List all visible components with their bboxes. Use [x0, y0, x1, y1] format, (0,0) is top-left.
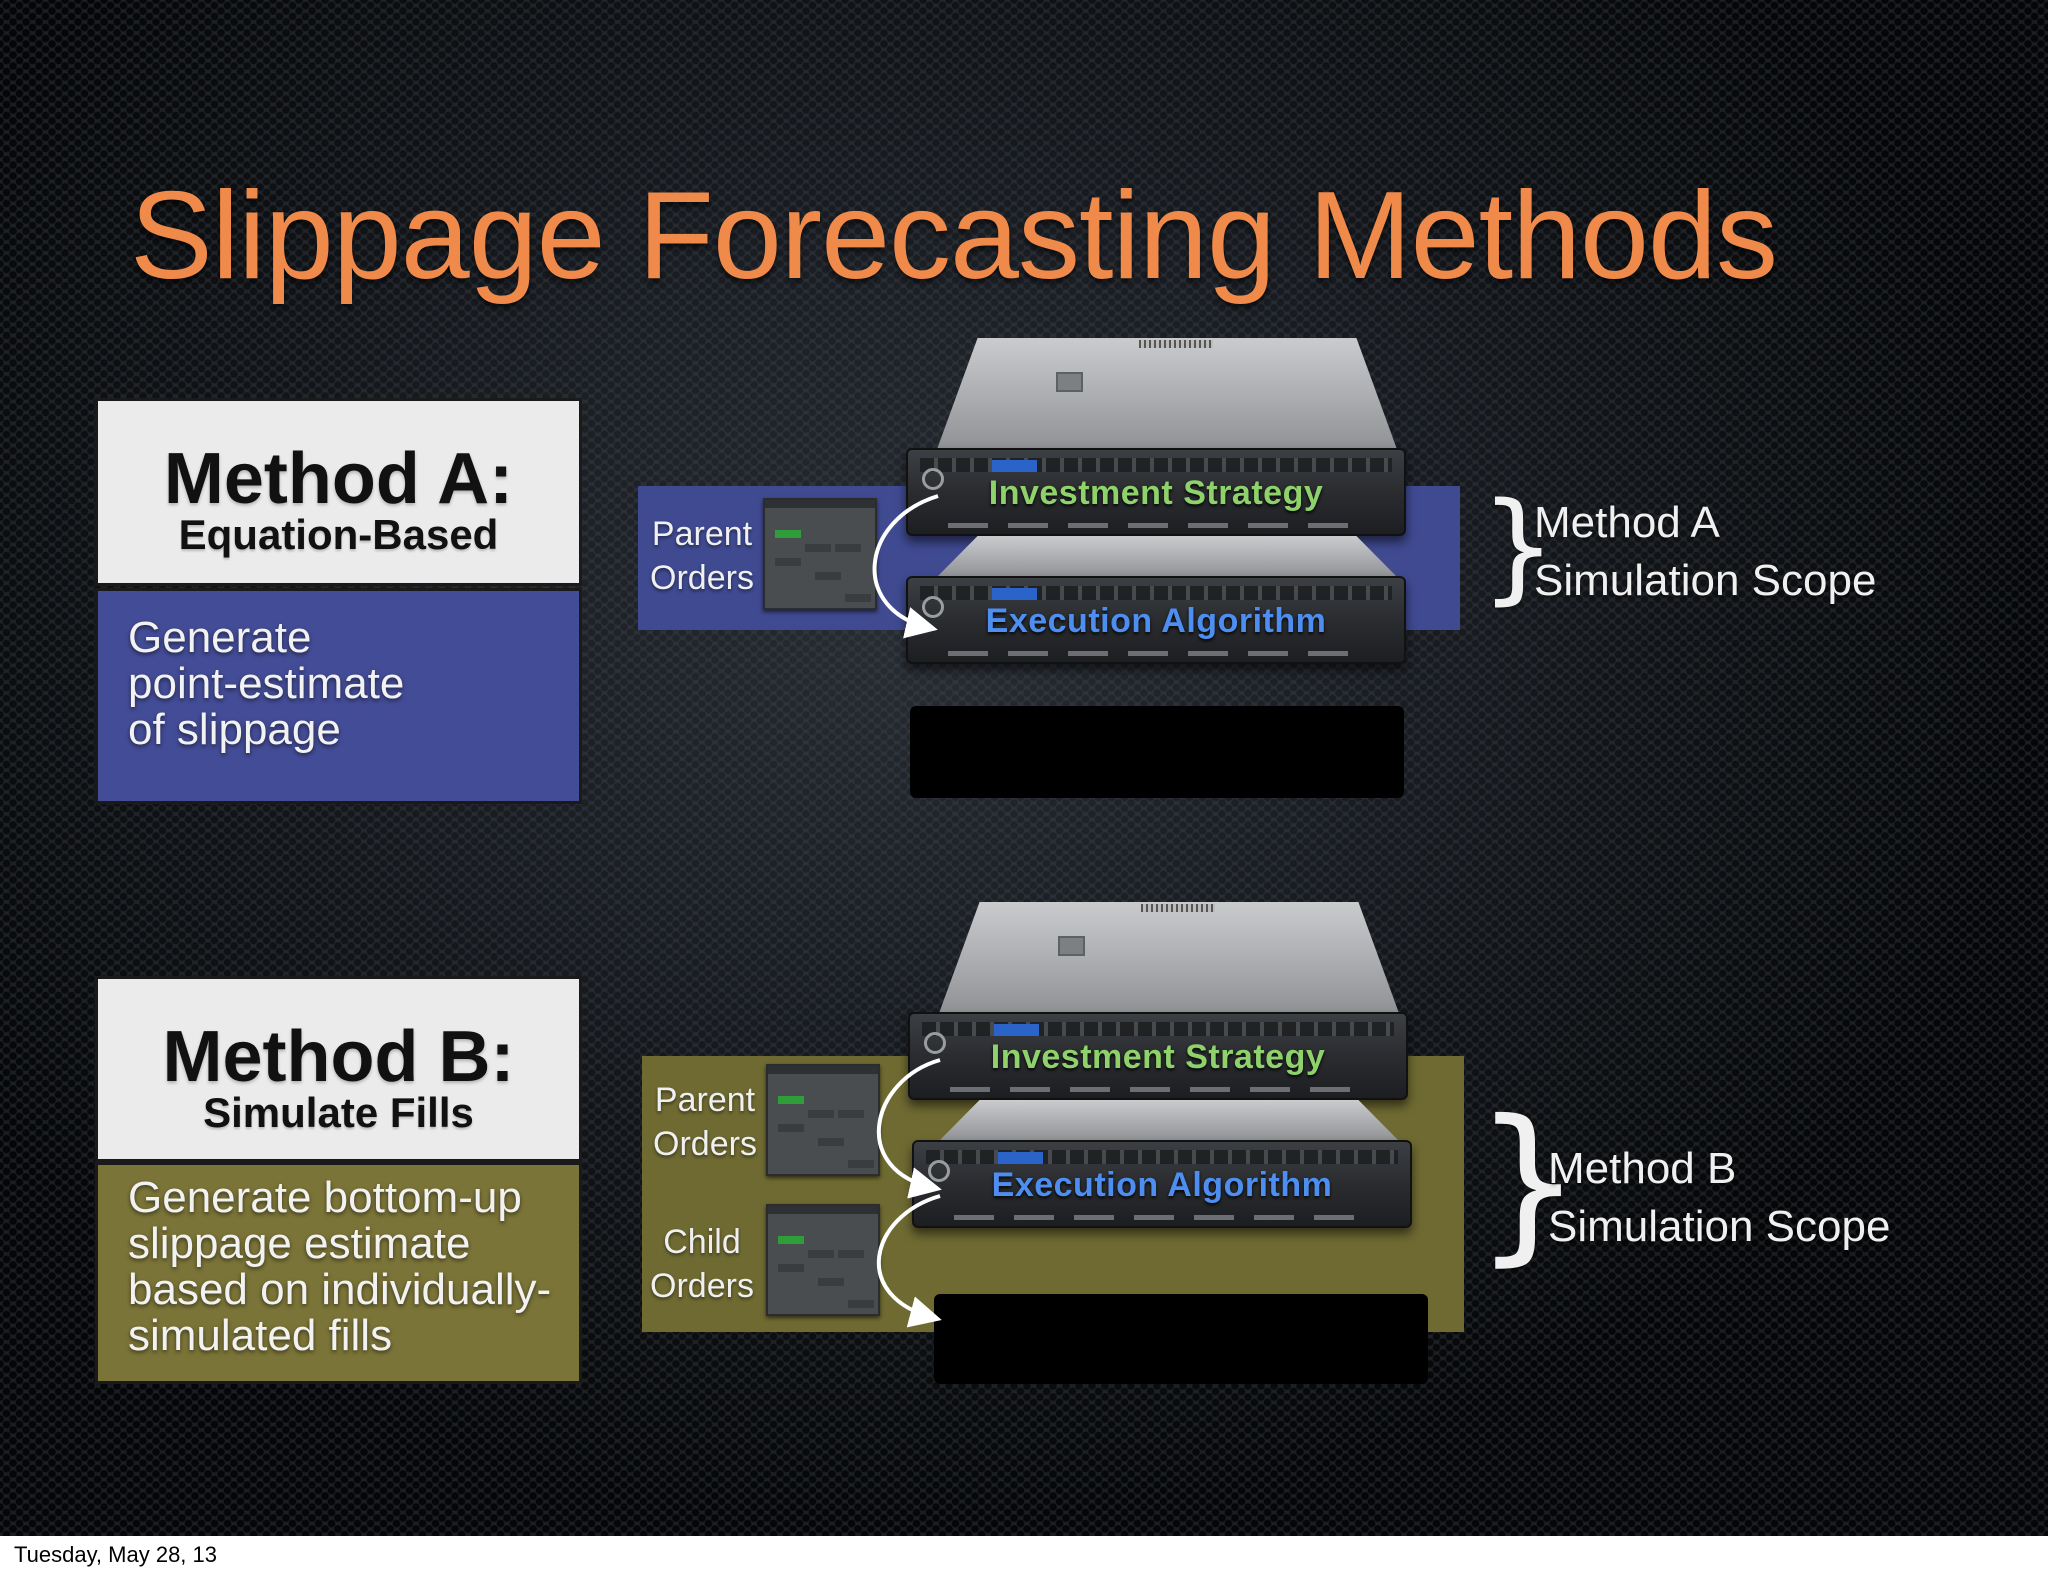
method-b-description-line: simulated fills [128, 1311, 393, 1360]
power-knob-icon [922, 468, 944, 490]
execution-algorithm-label: Execution Algorithm [991, 1166, 1333, 1204]
server-chassis-top [936, 338, 1398, 452]
brace-icon: } [1480, 478, 1557, 617]
method-b-description-line: Generate bottom-up [128, 1173, 522, 1222]
server-reflection [910, 706, 1404, 798]
order-window-thumbnail [766, 1064, 880, 1176]
footer-date: Tuesday, May 28, 13 [14, 1542, 217, 1567]
method-a-description: Generate point-estimate of slippage [95, 588, 582, 804]
method-a-description-line: Generate [128, 613, 312, 662]
server-chassis-top [938, 1100, 1400, 1142]
method-b-scope-label: Method B Simulation Scope [1548, 1140, 1890, 1256]
server-execution-algorithm: Execution Algorithm [906, 576, 1406, 664]
method-b-description: Generate bottom-up slippage estimate bas… [95, 1162, 582, 1384]
investment-strategy-label: Investment Strategy [990, 1038, 1326, 1076]
slide: Slippage Forecasting Methods Method A: E… [0, 0, 2048, 1536]
flow-label-line: Orders [650, 1267, 754, 1305]
flow-label-line: Parent [654, 1081, 756, 1119]
method-a-parent-orders-label: Parent Orders [642, 512, 762, 600]
server-execution-algorithm: Execution Algorithm [912, 1140, 1412, 1228]
arrow-execution-to-market [876, 1194, 942, 1328]
vent-grille [1141, 904, 1216, 912]
lcd-panel [992, 588, 1037, 600]
arrow-strategy-to-execution [872, 494, 939, 639]
vent-grille [1139, 340, 1214, 348]
method-b-description-line: slippage estimate [128, 1219, 471, 1268]
slide-title: Slippage Forecasting Methods [130, 167, 1778, 305]
flow-label-line: Orders [653, 1125, 757, 1163]
server-investment-strategy: Investment Strategy [906, 448, 1406, 536]
lcd-panel [992, 460, 1037, 472]
method-b-child-orders-label: Child Orders [642, 1220, 762, 1308]
server-chassis-top [936, 536, 1398, 578]
method-a-description-line: of slippage [128, 705, 341, 754]
server-investment-strategy: Investment Strategy [908, 1012, 1408, 1100]
server-chassis-top [938, 902, 1400, 1016]
lcd-panel [994, 1024, 1039, 1036]
method-a-name: Method A: [163, 439, 514, 519]
arrow-strategy-to-execution [876, 1058, 942, 1199]
method-b-parent-orders-label: Parent Orders [645, 1078, 765, 1166]
flow-label-line: Parent [651, 515, 753, 553]
power-knob-icon [924, 1032, 946, 1054]
scope-line: Simulation Scope [1534, 556, 1877, 605]
order-window-thumbnail [766, 1204, 880, 1316]
chassis-latch [1058, 936, 1086, 957]
method-b-subtitle: Simulate Fills [203, 1089, 474, 1136]
method-b-name: Method B: [162, 1017, 515, 1097]
method-a-header: Method A: Equation-Based [95, 398, 582, 586]
flow-label-line: Orders [650, 559, 754, 597]
flow-arrows [872, 494, 942, 1328]
method-b-description-line: based on individually- [128, 1265, 552, 1314]
method-b-header: Method B: Simulate Fills [95, 976, 582, 1162]
flow-label-line: Child [663, 1223, 741, 1261]
brace-icon: } [1474, 1084, 1583, 1282]
order-window-thumbnail [763, 498, 877, 610]
server-reflection [934, 1294, 1428, 1384]
chassis-latch [1056, 372, 1084, 393]
investment-strategy-label: Investment Strategy [988, 474, 1324, 512]
execution-algorithm-label: Execution Algorithm [985, 602, 1327, 640]
method-a-description-line: point-estimate [128, 659, 405, 708]
method-a-scope-label: Method A Simulation Scope [1534, 494, 1876, 610]
scope-line: Simulation Scope [1548, 1202, 1891, 1251]
scope-line: Method B [1548, 1144, 1737, 1193]
method-a-subtitle: Equation-Based [178, 511, 499, 558]
scope-line: Method A [1534, 498, 1720, 547]
lcd-panel [998, 1152, 1043, 1164]
